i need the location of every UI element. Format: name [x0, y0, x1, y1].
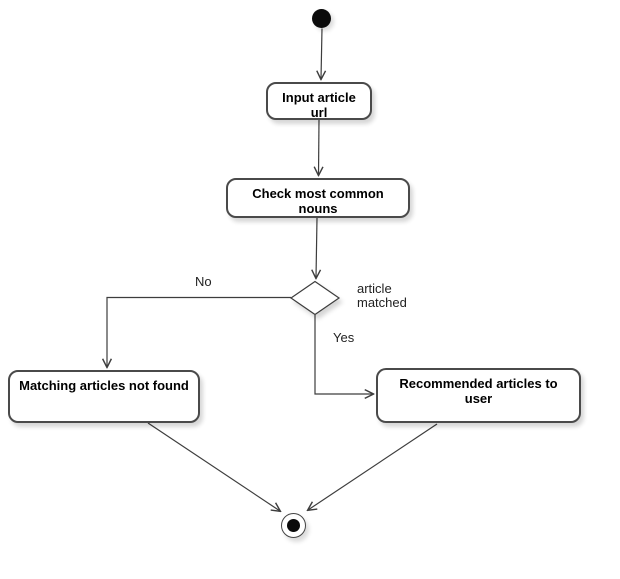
connector-no-branch [107, 296, 291, 368]
connector-notfound-to-end [147, 422, 280, 511]
activity-label: Input article url [282, 90, 356, 120]
activity-recommended-articles-to-user: Recommended articles to user [376, 368, 581, 423]
edge-label-no: No [195, 274, 212, 289]
activity-matching-articles-not-found: Matching articles not found [8, 370, 200, 423]
edge-label-yes: Yes [333, 330, 355, 345]
connector-check-to-decision [316, 217, 317, 278]
activity-label: Check most common nouns [252, 186, 384, 216]
final-node [281, 513, 306, 538]
initial-node [312, 9, 331, 28]
connector-yes-branch [314, 315, 373, 394]
activity-label: Recommended articles to user [399, 376, 558, 406]
connector-input-to-check [319, 119, 320, 175]
decision-guard-label: article matched [357, 281, 407, 310]
activity-label: Matching articles not found [19, 378, 189, 393]
activity-input-article-url: Input article url [266, 82, 372, 120]
decision-diamond [289, 280, 341, 316]
activity-check-most-common-nouns: Check most common nouns [226, 178, 410, 218]
final-node-core [287, 519, 300, 532]
connector-start-to-input [321, 28, 322, 80]
connector-recommended-to-end [308, 423, 438, 510]
